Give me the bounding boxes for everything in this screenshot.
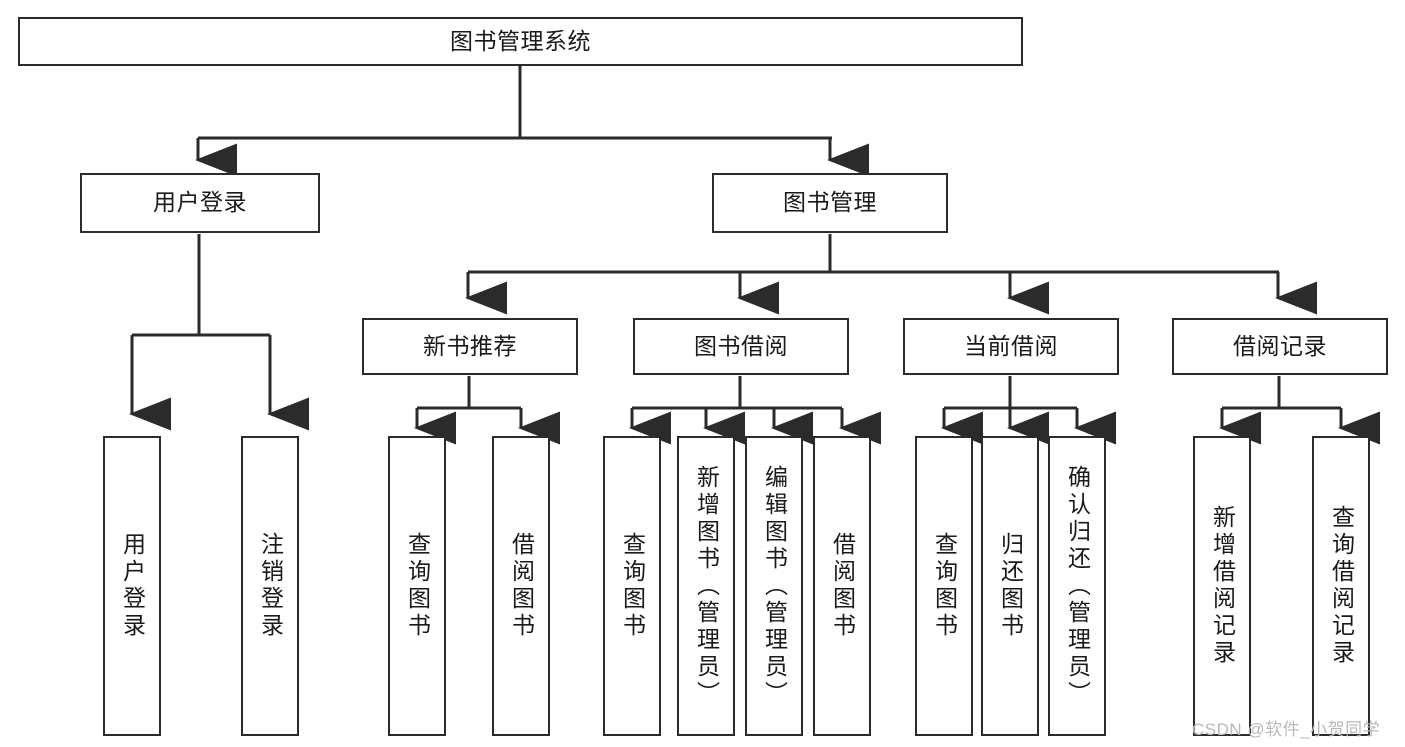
leaf-current-borrow-query-book[interactable]: 查询图书 [915, 436, 973, 736]
node-book-management[interactable]: 图书管理 [712, 173, 948, 233]
node-label: 查询借阅记录 [1328, 505, 1355, 667]
node-label: 图书管理 [783, 189, 877, 216]
leaf-borrow-records-add-record[interactable]: 新增借阅记录 [1193, 436, 1251, 736]
node-label: 图书借阅 [694, 332, 788, 359]
leaf-current-borrow-confirm-return-admin[interactable]: 确认归还（管理员） [1048, 436, 1106, 736]
node-label: 借阅图书 [508, 532, 535, 640]
node-label: 当前借阅 [964, 332, 1058, 359]
watermark-text: CSDN @软件_小贺同学 [1192, 720, 1381, 739]
leaf-new-book-borrow-book[interactable]: 借阅图书 [492, 436, 550, 736]
node-label: 查询图书 [931, 532, 958, 640]
leaf-borrow-records-query-record[interactable]: 查询借阅记录 [1312, 436, 1370, 736]
node-label: 新增图书（管理员） [693, 464, 720, 708]
node-label: 查询图书 [619, 532, 646, 640]
node-label: 图书管理系统 [450, 27, 591, 54]
node-label: 借阅记录 [1233, 332, 1327, 359]
node-label: 查询图书 [404, 532, 431, 640]
node-label: 编辑图书（管理员） [761, 464, 788, 708]
leaf-book-borrow-edit-book-admin[interactable]: 编辑图书（管理员） [745, 436, 803, 736]
leaf-book-borrow-query-book[interactable]: 查询图书 [603, 436, 661, 736]
leaf-book-borrow-borrow-book[interactable]: 借阅图书 [813, 436, 871, 736]
node-label: 用户登录 [119, 532, 146, 640]
leaf-new-book-query-book[interactable]: 查询图书 [388, 436, 446, 736]
node-label: 新书推荐 [423, 332, 517, 359]
node-label: 新增借阅记录 [1209, 505, 1236, 667]
node-label: 确认归还（管理员） [1064, 464, 1091, 708]
leaf-user-login-signout[interactable]: 注销登录 [241, 436, 299, 736]
leaf-user-login-signin[interactable]: 用户登录 [103, 436, 161, 736]
node-label: 归还图书 [997, 532, 1024, 640]
node-label: 借阅图书 [829, 532, 856, 640]
node-borrow-records[interactable]: 借阅记录 [1172, 318, 1388, 375]
node-root-book-management-system[interactable]: 图书管理系统 [18, 17, 1023, 66]
node-current-borrow[interactable]: 当前借阅 [903, 318, 1119, 375]
node-user-login[interactable]: 用户登录 [80, 173, 320, 233]
node-book-borrow[interactable]: 图书借阅 [633, 318, 849, 375]
node-label: 注销登录 [257, 532, 284, 640]
node-label: 用户登录 [153, 189, 247, 216]
leaf-current-borrow-return-book[interactable]: 归还图书 [981, 436, 1039, 736]
node-new-book-recommend[interactable]: 新书推荐 [362, 318, 578, 375]
leaf-book-borrow-add-book-admin[interactable]: 新增图书（管理员） [677, 436, 735, 736]
